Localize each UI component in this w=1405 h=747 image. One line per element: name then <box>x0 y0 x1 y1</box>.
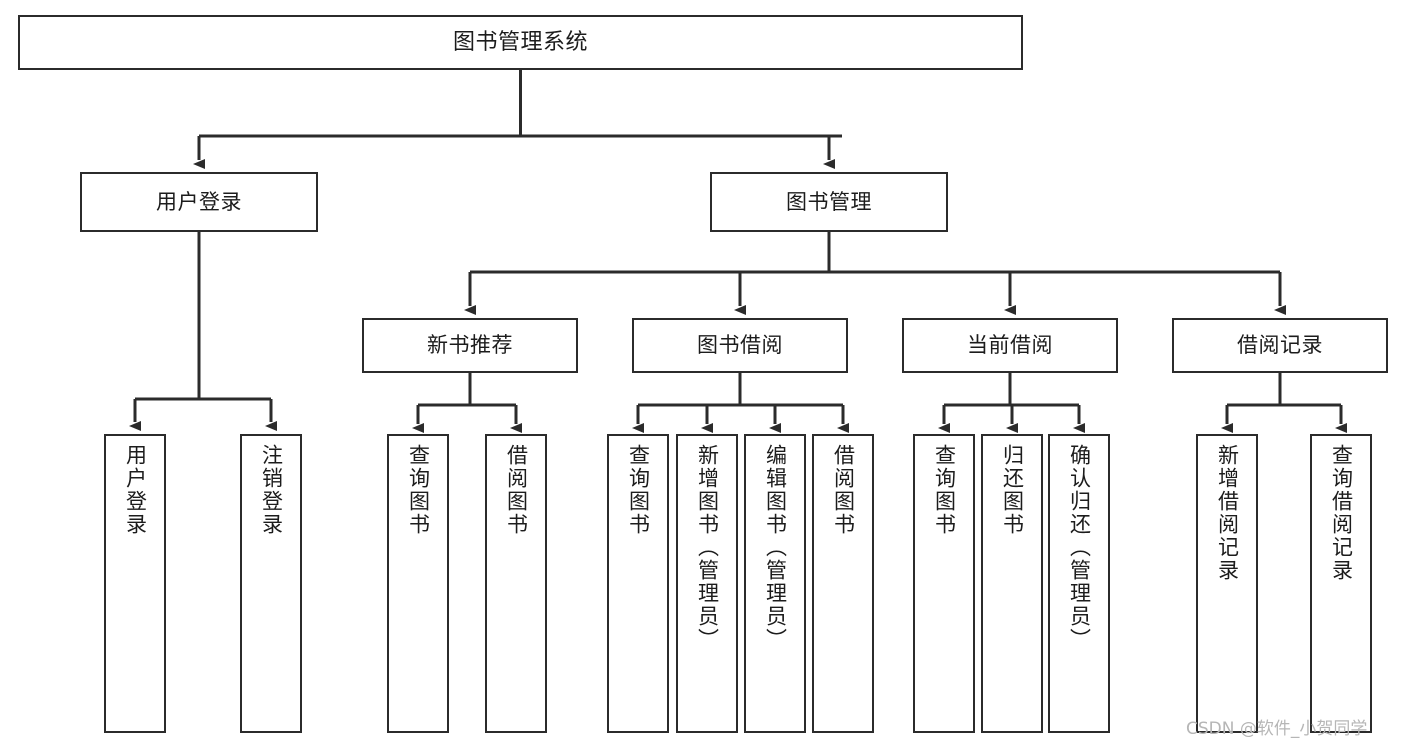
leaf-node: 新增借阅记录 <box>1196 434 1258 733</box>
leaf-node: 编辑图书（管理员） <box>744 434 806 733</box>
node-user-login: 用户登录 <box>80 172 318 232</box>
leaf-node: 查询借阅记录 <box>1310 434 1372 733</box>
leaf-node: 确认归还（管理员） <box>1048 434 1110 733</box>
csdn-watermark: CSDN @软件_小贺同学 <box>1186 719 1368 739</box>
leaf-node: 用户登录 <box>104 434 166 733</box>
node-label: 编辑图书（管理员） <box>763 444 788 651</box>
node-label: 注销登录 <box>259 444 284 536</box>
node-label: 查询图书 <box>626 444 651 536</box>
leaf-node: 查询图书 <box>913 434 975 733</box>
node-label: 确认归还（管理员） <box>1067 444 1092 651</box>
node-label: 图书管理 <box>786 189 872 214</box>
leaf-node: 借阅图书 <box>812 434 874 733</box>
node-label: 查询借阅记录 <box>1329 444 1354 582</box>
node-label: 借阅记录 <box>1237 333 1323 358</box>
node-label: 借阅图书 <box>831 444 856 536</box>
node-label: 新增图书（管理员） <box>695 444 720 651</box>
node-book-management: 图书管理 <box>710 172 948 232</box>
node-label: 图书借阅 <box>697 333 783 358</box>
node-label: 查询图书 <box>406 444 431 536</box>
node-label: 当前借阅 <box>967 333 1053 358</box>
node-root-system: 图书管理系统 <box>18 15 1023 70</box>
leaf-node: 查询图书 <box>387 434 449 733</box>
node-current-borrow: 当前借阅 <box>902 318 1118 373</box>
leaf-node: 查询图书 <box>607 434 669 733</box>
leaf-node: 新增图书（管理员） <box>676 434 738 733</box>
node-label: 查询图书 <box>932 444 957 536</box>
node-label: 新增借阅记录 <box>1215 444 1240 582</box>
node-book-borrow: 图书借阅 <box>632 318 848 373</box>
node-label: 借阅图书 <box>504 444 529 536</box>
node-label: 用户登录 <box>156 189 242 214</box>
node-label: 用户登录 <box>123 444 148 536</box>
leaf-node: 归还图书 <box>981 434 1043 733</box>
node-label: 新书推荐 <box>427 333 513 358</box>
node-new-book-recommend: 新书推荐 <box>362 318 578 373</box>
node-label: 归还图书 <box>1000 444 1025 536</box>
leaf-node: 借阅图书 <box>485 434 547 733</box>
node-borrow-records: 借阅记录 <box>1172 318 1388 373</box>
node-label: 图书管理系统 <box>452 29 588 55</box>
leaf-node: 注销登录 <box>240 434 302 733</box>
